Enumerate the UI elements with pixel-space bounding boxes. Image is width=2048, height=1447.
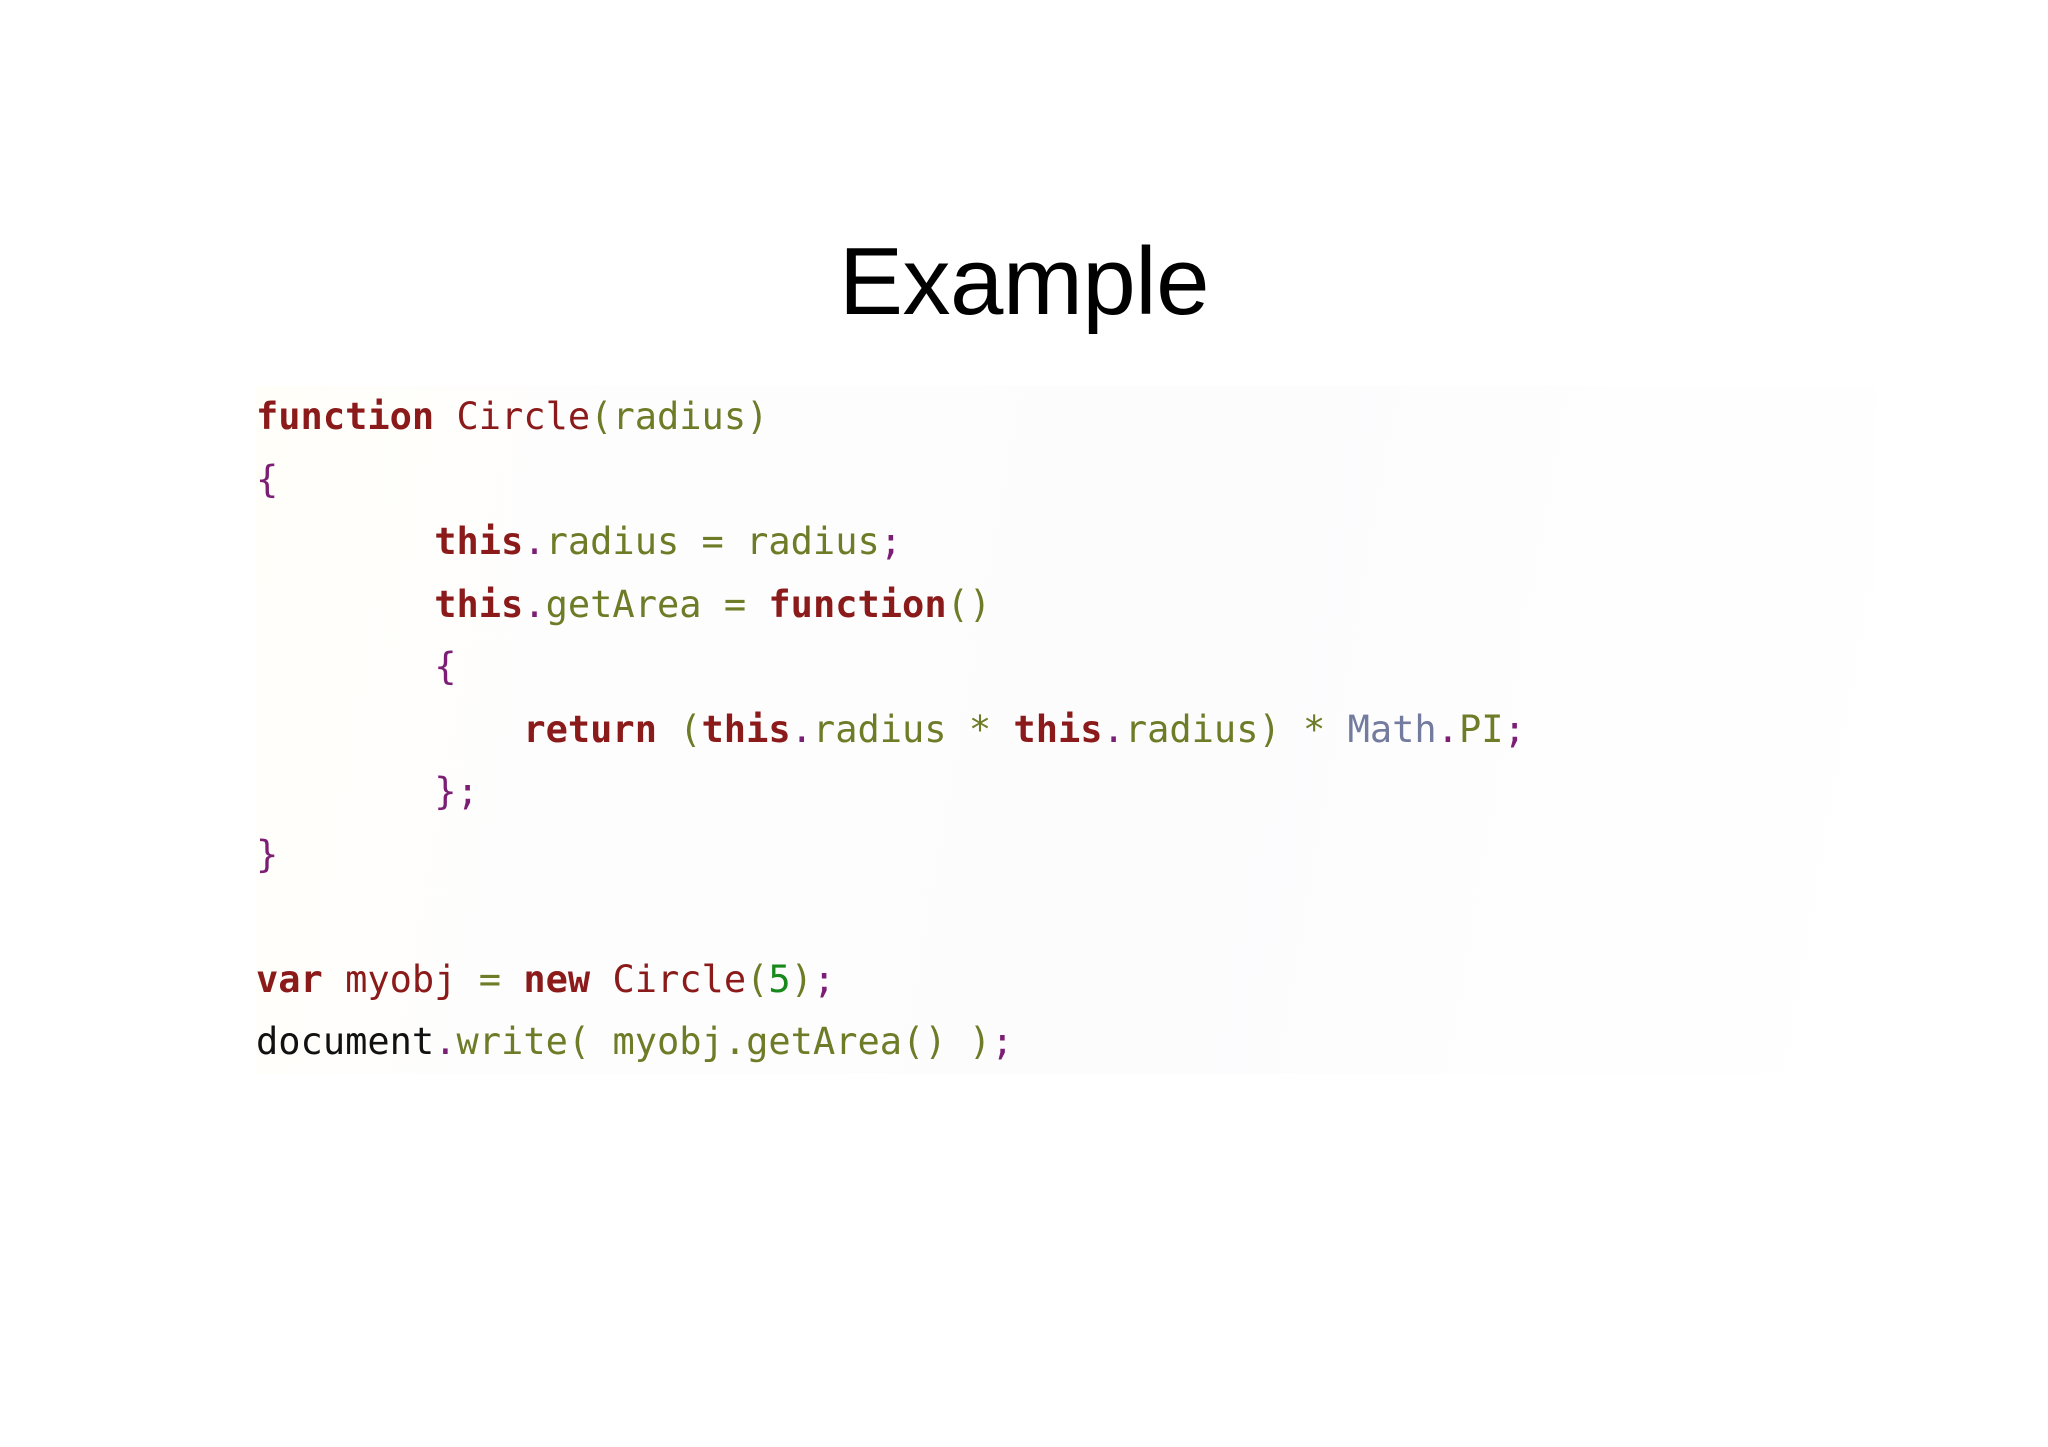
code-token-space: [657, 708, 679, 751]
code-token-type: Circle: [456, 395, 591, 438]
code-indent: [256, 708, 523, 751]
code-line: var myobj = new Circle(5);: [256, 949, 1876, 1012]
code-token-brace: {: [434, 645, 457, 688]
code-indent: [256, 645, 434, 688]
code-token-semi: ;: [879, 520, 903, 563]
code-token-plain: document: [256, 1020, 435, 1063]
code-token-space: [457, 958, 479, 1001]
code-token-keyword: return: [523, 707, 657, 751]
code-token-space: [947, 1020, 969, 1063]
code-token-keyword: function: [768, 582, 947, 626]
code-line: }: [256, 824, 1876, 887]
code-token-semi: ;: [1503, 707, 1526, 751]
code-token-operator: =: [701, 520, 724, 563]
code-token-builtin: Math: [1347, 707, 1437, 751]
code-line: this.radius = radius;: [256, 511, 1876, 574]
code-token-space: [724, 520, 746, 563]
code-token-ident: radius: [612, 395, 747, 438]
code-token-keyword: new: [523, 957, 591, 1001]
code-token-brace: {: [256, 457, 279, 501]
code-token-punct: (: [679, 707, 702, 751]
code-token-punct: (: [567, 1020, 591, 1063]
code-line: {: [256, 636, 1876, 699]
code-token-punct: ): [968, 1020, 992, 1063]
code-token-dot: .: [434, 1020, 457, 1063]
code-token-brace: }: [256, 832, 279, 876]
code-line: return (this.radius * this.radius) * Mat…: [256, 699, 1876, 762]
code-token-type: myobj: [345, 957, 457, 1001]
page-title: Example: [839, 228, 1210, 336]
code-token-punct: (: [590, 395, 613, 438]
code-token-punct: ): [1258, 707, 1281, 751]
code-indent: [256, 520, 434, 563]
code-token-operator: =: [478, 957, 502, 1001]
code-token-type: Circle: [612, 957, 747, 1001]
code-token-semi: ;: [991, 1020, 1014, 1063]
code-token-ident: myobj: [612, 1020, 724, 1063]
code-token-keyword: this: [434, 520, 524, 563]
code-line: [256, 886, 1876, 949]
code-token-dot: .: [1102, 707, 1125, 751]
code-token-ident: PI: [1458, 707, 1504, 751]
code-token-ident: getArea: [746, 1020, 903, 1063]
code-indent: [256, 583, 434, 626]
code-token-ident: .: [723, 1020, 747, 1063]
code-token-punct: ): [746, 395, 769, 438]
code-token-ident: getArea: [545, 582, 702, 626]
code-token-space: [1325, 708, 1347, 751]
code-token-operator: *: [968, 707, 992, 751]
code-line: document.write( myobj.getArea() );: [256, 1011, 1876, 1074]
code-token-space: [746, 583, 768, 626]
code-token-ident: radius: [1124, 707, 1259, 751]
code-token-space: [590, 1020, 612, 1063]
code-token-space: [1281, 708, 1303, 751]
code-token-ident: radius: [545, 520, 680, 563]
code-token-space: [991, 708, 1013, 751]
code-token-space: [947, 708, 969, 751]
code-token-punct: (): [902, 1020, 947, 1063]
code-token-brace: }: [434, 770, 457, 813]
code-token-semi: ;: [812, 957, 836, 1001]
code-token-semi: ;: [456, 770, 479, 813]
code-token-punct: ): [790, 957, 813, 1001]
code-token-keyword: this: [434, 582, 524, 626]
code-token-ident: radius: [746, 520, 880, 563]
code-token-operator: =: [723, 582, 747, 626]
code-line: this.getArea = function(): [256, 574, 1876, 637]
code-token-keyword: var: [256, 957, 323, 1001]
code-token-ident: radius: [812, 707, 947, 751]
code-token-keyword: function: [256, 395, 435, 438]
code-token-dot: .: [523, 582, 546, 626]
code-token-operator: *: [1303, 707, 1326, 751]
code-token-punct: (: [746, 957, 769, 1001]
code-token-space: [702, 583, 724, 626]
code-line: };: [256, 761, 1876, 824]
code-indent: [256, 770, 434, 813]
code-token-dot: .: [523, 520, 546, 563]
code-token-dot: .: [1436, 707, 1459, 751]
code-line: function Circle(radius): [256, 386, 1876, 449]
code-token-keyword: this: [701, 707, 791, 751]
code-token-space: [434, 395, 456, 438]
code-token-space: [590, 958, 612, 1001]
code-token-ident: write: [456, 1020, 568, 1063]
code-line: {: [256, 449, 1876, 512]
code-token-space: [323, 958, 345, 1001]
code-block: function Circle(radius){ this.radius = r…: [256, 386, 1876, 1074]
code-token-number: 5: [768, 957, 791, 1001]
code-token-space: [679, 520, 701, 563]
code-token-keyword: this: [1013, 707, 1103, 751]
code-token-dot: .: [790, 707, 813, 751]
code-token-punct: (): [946, 582, 992, 626]
code-token-space: [501, 958, 523, 1001]
